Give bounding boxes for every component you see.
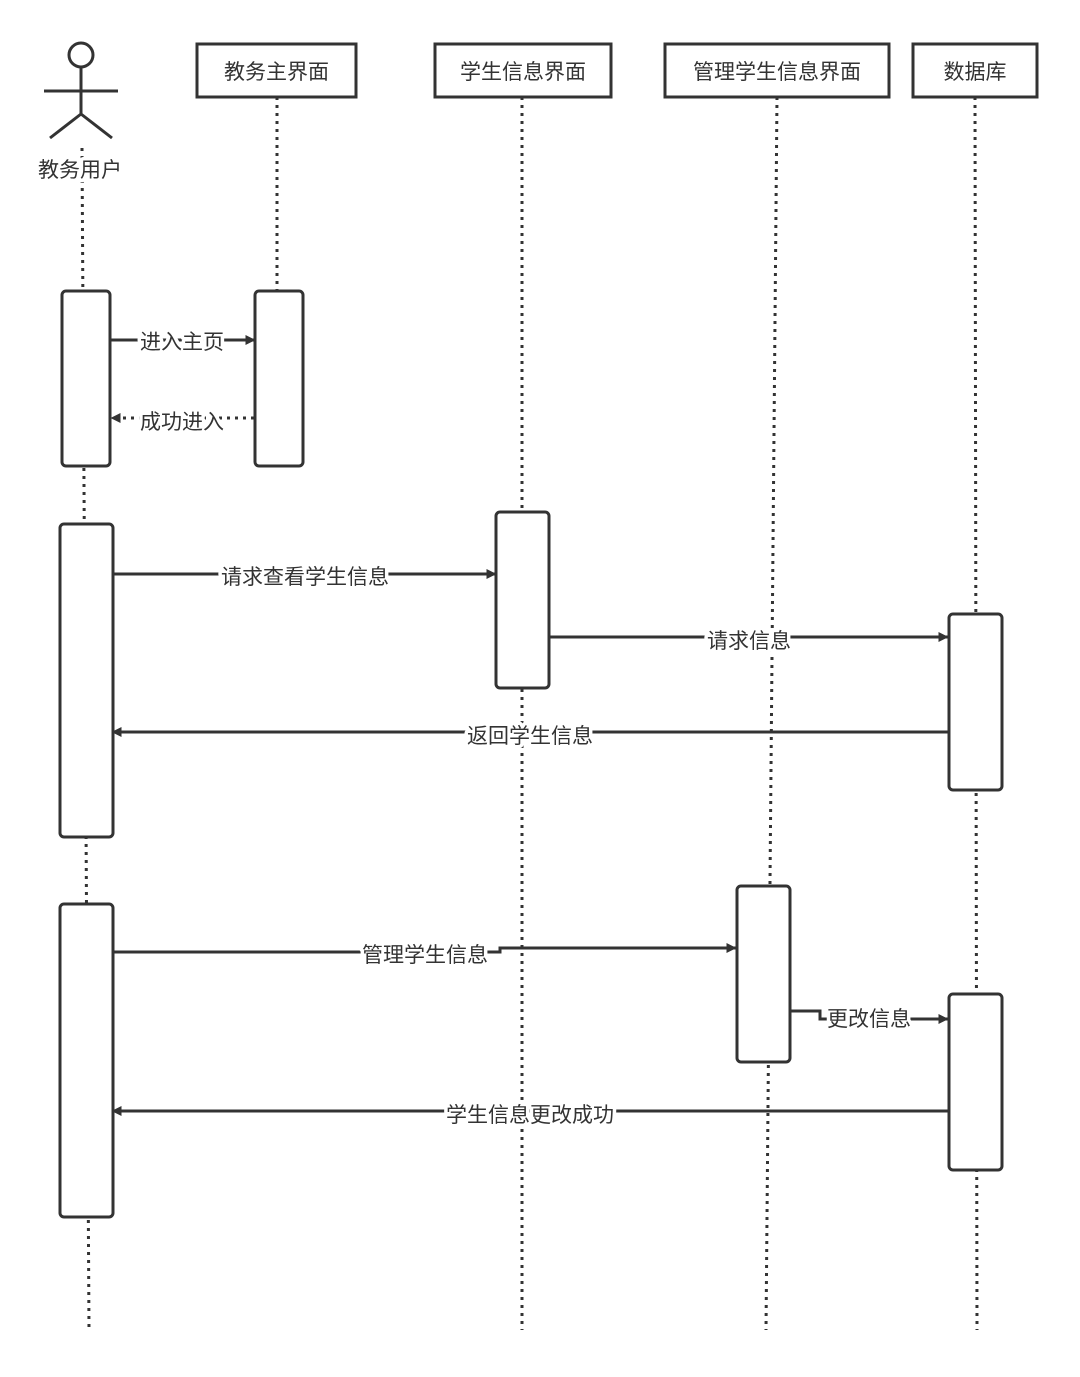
activation-actor-2 bbox=[58, 522, 115, 839]
activation-database-2 bbox=[947, 992, 1004, 1172]
actor-head bbox=[67, 41, 95, 69]
activation-actor-3 bbox=[58, 902, 115, 1219]
participant-label: 学生信息界面 bbox=[460, 60, 586, 84]
message-return-info-label: 返回学生信息 bbox=[467, 724, 593, 748]
message-change-info-arrow bbox=[791, 1009, 949, 1024]
participant-database: 数据库 bbox=[911, 42, 1039, 99]
message-manage-info-label: 管理学生信息 bbox=[362, 943, 488, 967]
message-enter-home-label: 进入主页 bbox=[140, 330, 224, 354]
participant-box bbox=[663, 42, 891, 99]
activation-manage-student-ui bbox=[735, 884, 792, 1064]
activation-main-ui bbox=[253, 289, 305, 468]
participant-box bbox=[195, 42, 358, 99]
message-request-view-label: 请求查看学生信息 bbox=[221, 565, 389, 589]
activation-bars bbox=[58, 289, 1004, 1219]
participant-student-info-ui: 学生信息界面 bbox=[433, 42, 613, 99]
actor-label: 教务用户 bbox=[38, 158, 122, 182]
participant-main-ui: 教务主界面 bbox=[195, 42, 358, 99]
participant-box bbox=[911, 42, 1039, 99]
actor-leg-right bbox=[80, 112, 113, 140]
actor-figure bbox=[44, 41, 118, 140]
message-change-success-label: 学生信息更改成功 bbox=[446, 1103, 614, 1127]
activation-database-1 bbox=[947, 612, 1004, 792]
participant-box bbox=[433, 42, 613, 99]
message-manage-info-arrow bbox=[114, 943, 737, 954]
participant-label: 数据库 bbox=[944, 60, 1007, 84]
messages bbox=[110, 335, 949, 1116]
message-request-info-label: 请求信息 bbox=[707, 629, 791, 653]
lifelines bbox=[80, 96, 979, 1331]
message-labels: 进入主页 成功进入 请求查看学生信息 请求信息 返回学生信息 管理学生信息 更改… bbox=[137, 327, 915, 1131]
lifeline-manage-student-ui bbox=[764, 96, 779, 1331]
participant-manage-student-ui: 管理学生信息界面 bbox=[663, 42, 891, 99]
activation-actor-1 bbox=[60, 289, 112, 468]
participant-label: 管理学生信息界面 bbox=[693, 60, 861, 84]
message-enter-success-label: 成功进入 bbox=[140, 410, 224, 434]
participant-label: 教务主界面 bbox=[224, 60, 329, 84]
actor-leg-left bbox=[49, 112, 82, 140]
activation-student-info-ui bbox=[494, 510, 551, 690]
message-change-info-label: 更改信息 bbox=[827, 1007, 911, 1031]
